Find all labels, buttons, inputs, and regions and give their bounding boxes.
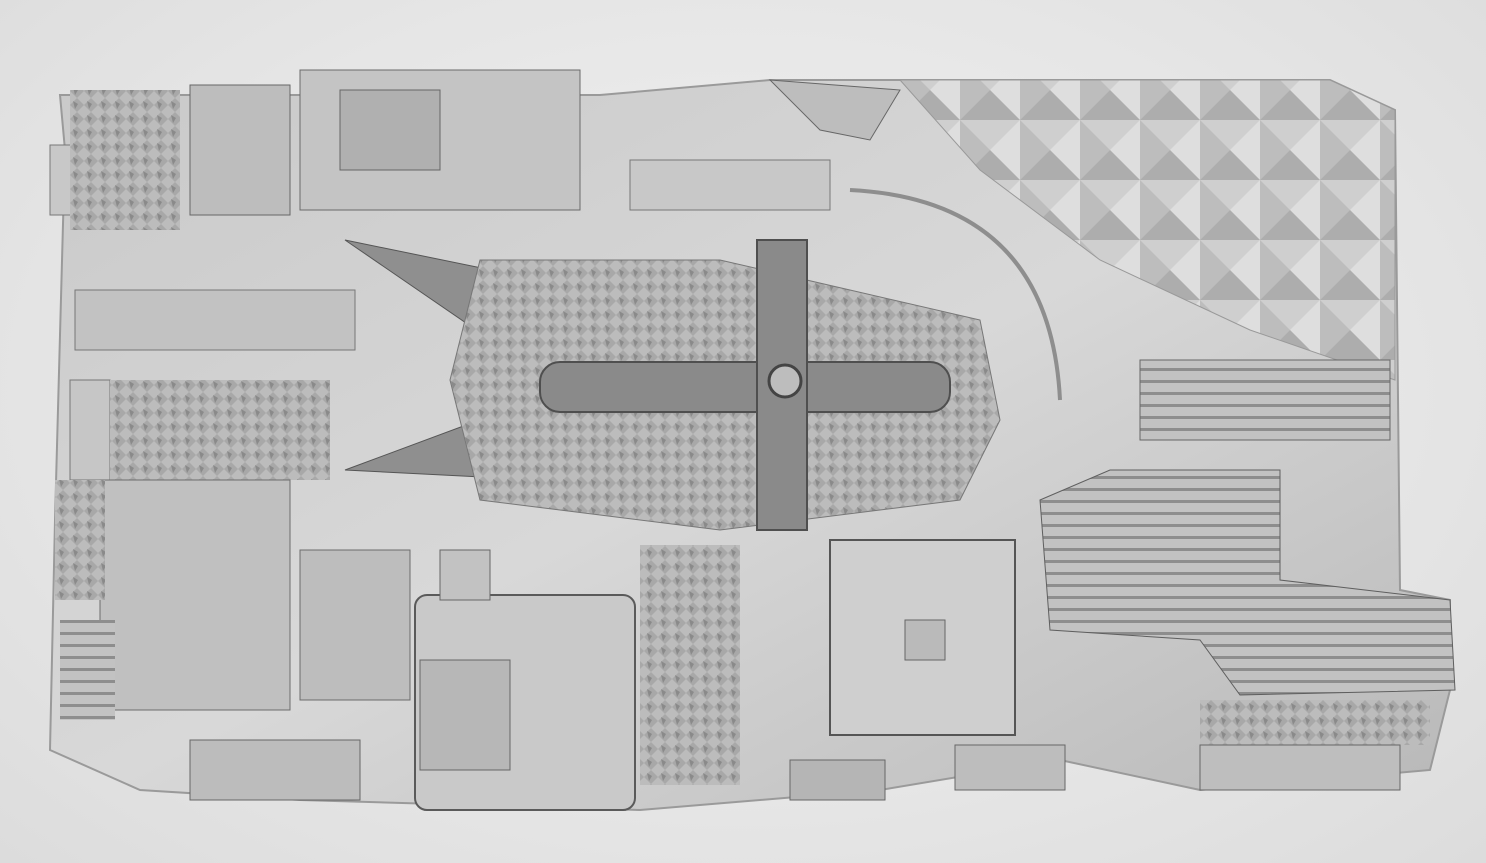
crossing-dome — [767, 363, 803, 399]
hillside-mesh — [898, 79, 1396, 381]
building-cluster-left — [55, 289, 411, 801]
cathedral — [344, 239, 1001, 531]
building-cluster-top-left — [49, 69, 581, 230]
building-cluster-top-center — [629, 79, 1062, 401]
nave-roof — [539, 361, 951, 413]
building-cluster-south — [414, 539, 1066, 811]
building-cluster-right — [1039, 359, 1456, 791]
